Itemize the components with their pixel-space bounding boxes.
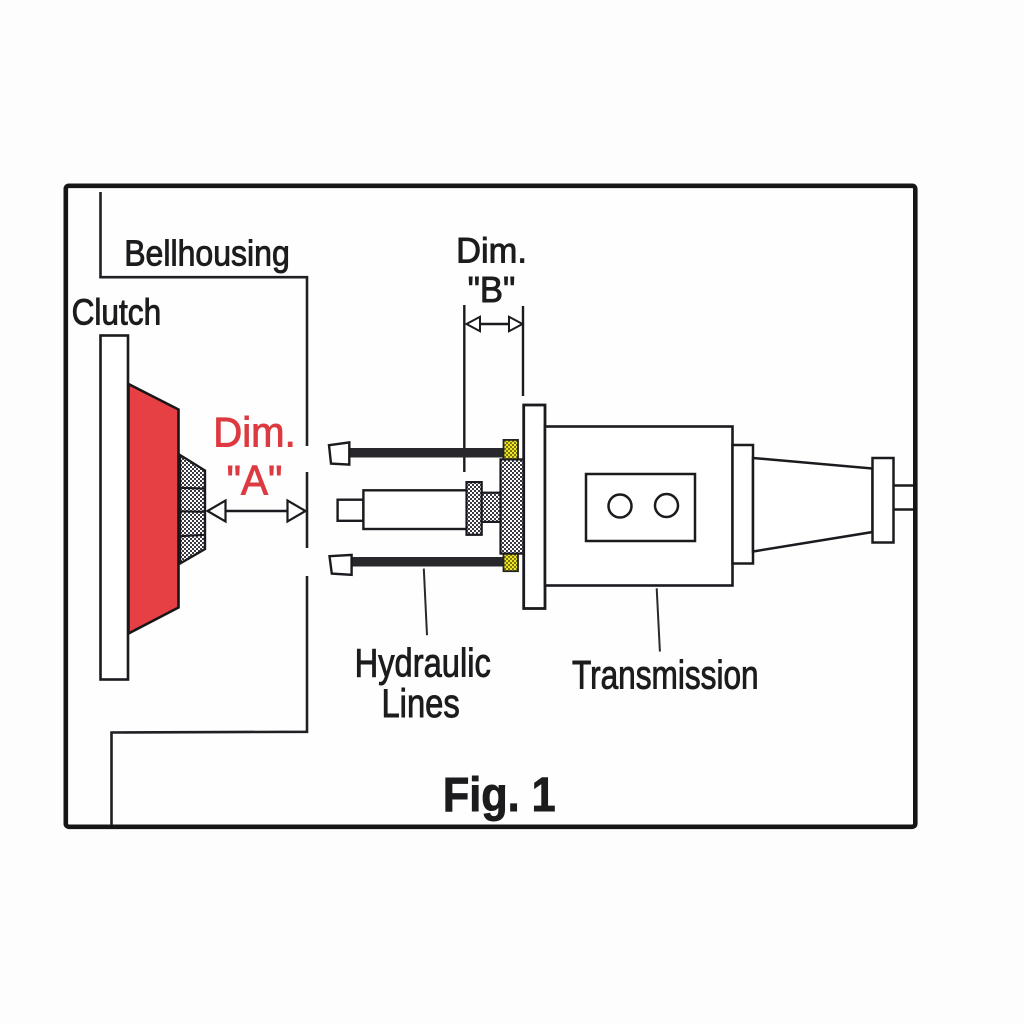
- svg-text:Dim.: Dim.: [213, 409, 296, 456]
- svg-text:Clutch: Clutch: [72, 293, 162, 333]
- svg-text:Fig. 1: Fig. 1: [443, 768, 556, 822]
- svg-text:"B": "B": [468, 270, 516, 310]
- svg-text:Dim.: Dim.: [456, 232, 527, 270]
- svg-text:Lines: Lines: [381, 681, 459, 726]
- svg-text:Transmission: Transmission: [572, 652, 759, 697]
- svg-text:Bellhousing: Bellhousing: [124, 234, 290, 274]
- svg-text:Hydraulic: Hydraulic: [355, 640, 491, 685]
- svg-text:"A": "A": [227, 457, 283, 504]
